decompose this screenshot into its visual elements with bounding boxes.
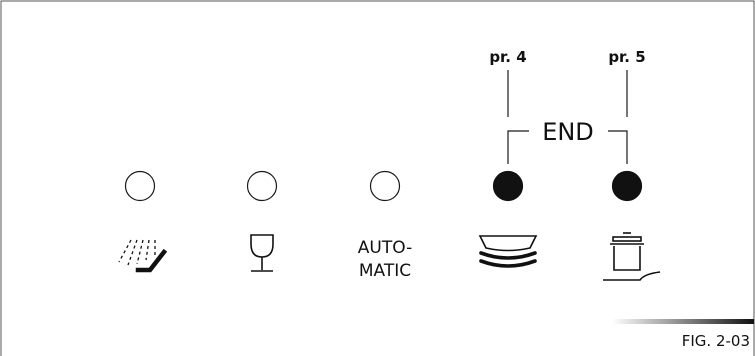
end-bracket-lines (507, 70, 628, 164)
indicator-glass (246, 170, 278, 202)
end-label: END (542, 118, 594, 146)
stacked-dishes-icon (478, 235, 538, 268)
automatic-label-line2: MATIC (359, 261, 411, 281)
wine-glass-icon (250, 234, 274, 272)
prewash-spray-icon (118, 239, 168, 273)
indicator-pot (611, 170, 643, 202)
program-label-pr5: pr. 5 (608, 48, 645, 66)
cooking-pot-icon (603, 232, 661, 281)
figure-caption: FIG. 2-03 (682, 332, 750, 350)
program-label-pr4: pr. 4 (489, 48, 526, 66)
indicator-dishes (492, 170, 524, 202)
indicator-automatic (369, 170, 401, 202)
figure-caption-bar (612, 319, 754, 324)
automatic-label-line1: AUTO- (358, 238, 412, 258)
indicator-prewash (124, 170, 156, 202)
